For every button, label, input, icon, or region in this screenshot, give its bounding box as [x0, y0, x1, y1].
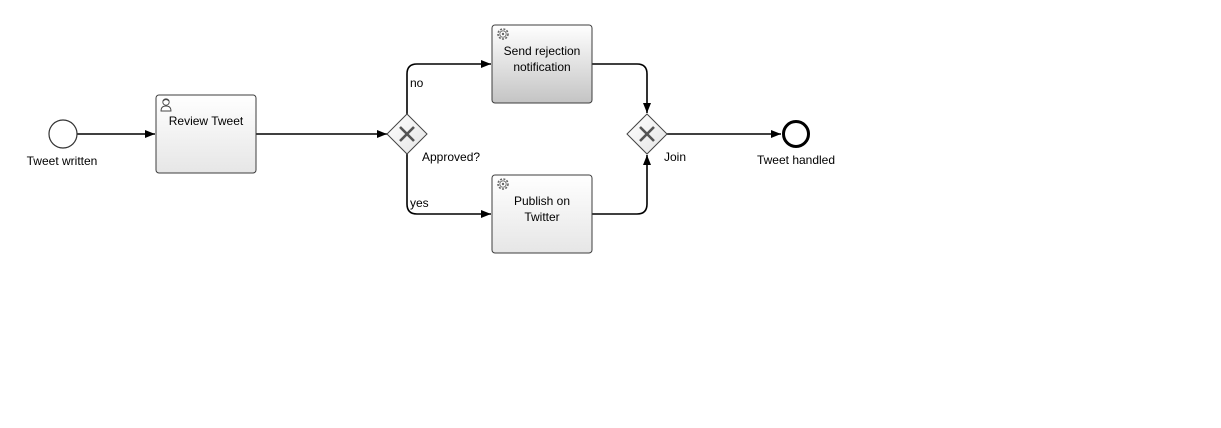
gateway-approved-label: Approved? — [422, 150, 480, 164]
flow-no[interactable] — [406, 60, 491, 114]
flow-yes[interactable] — [406, 154, 491, 218]
flow-yes-label: yes — [410, 196, 429, 210]
gateway-approved[interactable] — [386, 113, 428, 155]
gateway-join-label: Join — [664, 150, 686, 164]
flow-reject-to-join[interactable] — [592, 63, 651, 113]
sequence-flows — [77, 60, 781, 218]
user-icon — [160, 98, 172, 112]
flow-no-label: no — [410, 76, 424, 90]
gear-icon — [497, 178, 509, 190]
task-send-rejection[interactable]: Send rejection notification — [491, 24, 593, 104]
end-event[interactable] — [782, 120, 810, 148]
start-event[interactable] — [48, 119, 78, 149]
gateway-join[interactable] — [626, 113, 668, 155]
task-publish-label-line2: Twitter — [524, 210, 559, 224]
task-send-rejection-label-line1: Send rejection — [504, 44, 581, 58]
task-review-tweet-label: Review Tweet — [169, 114, 244, 128]
task-publish-label-line1: Publish on — [514, 194, 570, 208]
task-review-tweet[interactable]: Review Tweet — [155, 94, 257, 174]
task-publish-on-twitter[interactable]: Publish on Twitter — [491, 174, 593, 254]
start-event-label: Tweet written — [27, 154, 98, 168]
task-send-rejection-label-line2: notification — [513, 60, 570, 74]
end-event-label: Tweet handled — [757, 153, 835, 167]
gear-icon — [497, 28, 509, 40]
flow-publish-to-join[interactable] — [592, 155, 651, 215]
